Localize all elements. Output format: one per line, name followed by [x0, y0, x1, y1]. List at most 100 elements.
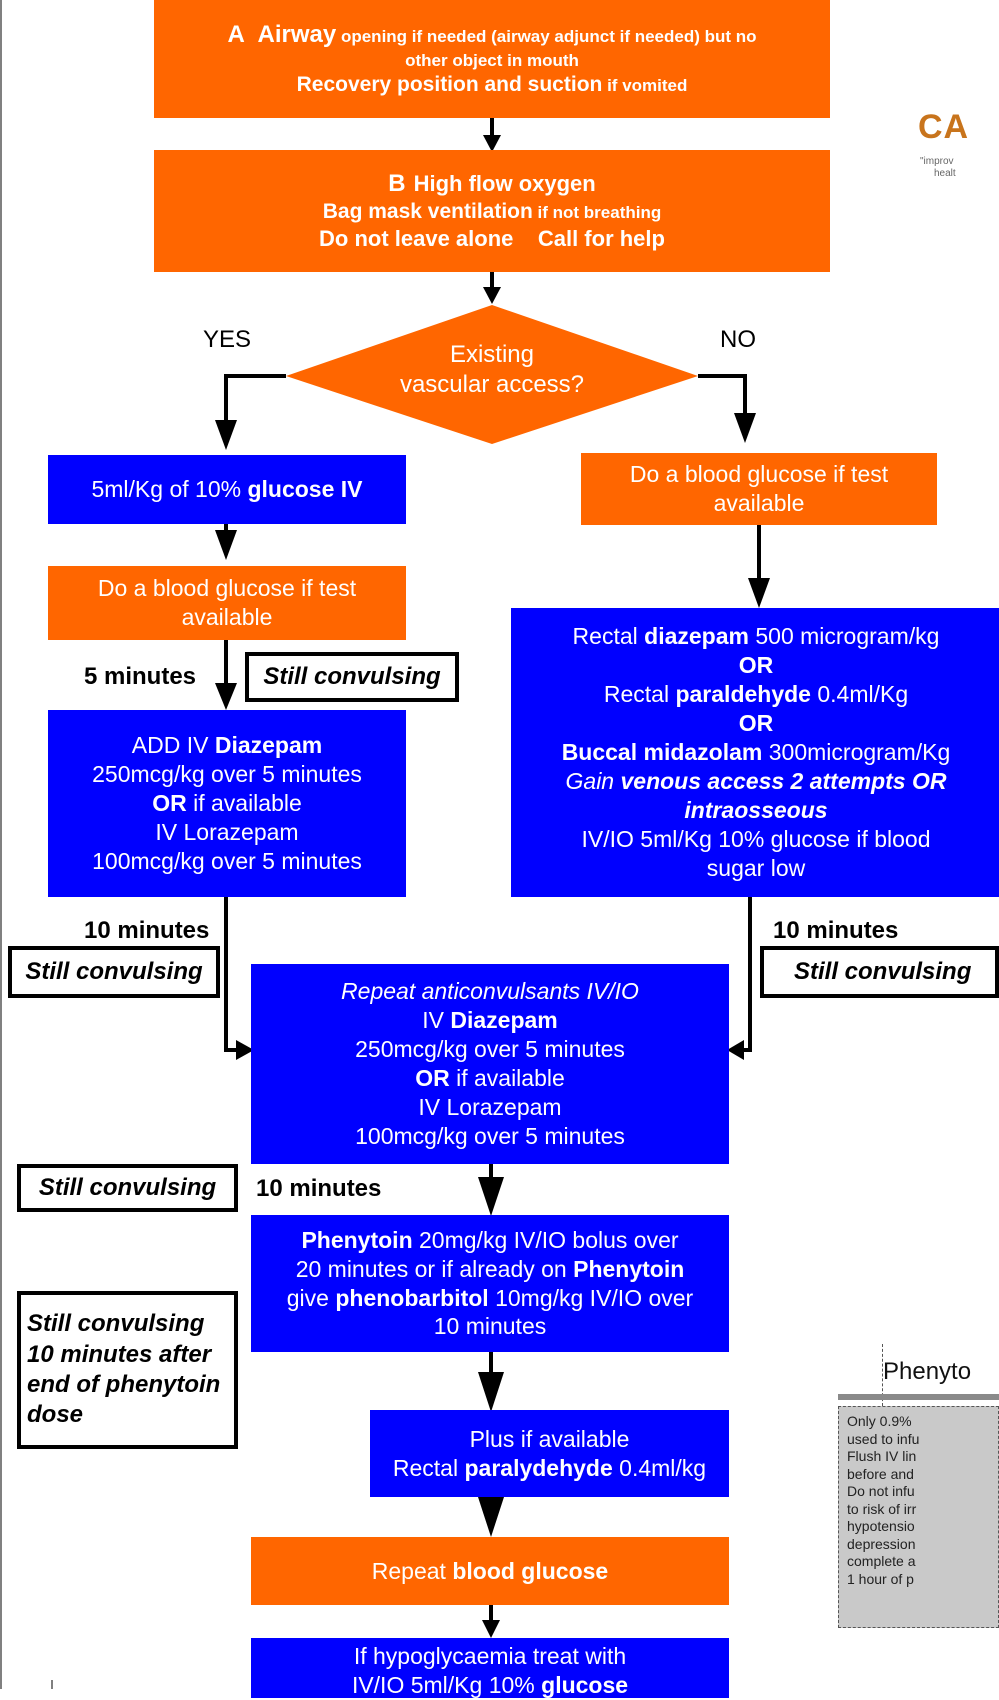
repeat-title: Repeat anticonvulsants IV/IO	[341, 978, 639, 1005]
arrowhead-yes	[215, 420, 237, 450]
right-bg-line2: available	[713, 490, 805, 516]
recovery-rest: if vomited	[602, 75, 688, 95]
arrowhead-addiv-repeat	[236, 1040, 254, 1060]
decision-diamond	[286, 305, 698, 444]
still-convulsing-tag-3: Still convulsing	[760, 946, 999, 998]
phenobarb-bold: phenobarbitol	[335, 1284, 489, 1311]
phenytoin-note-line: complete a	[847, 1553, 916, 1569]
arrowhead-no	[734, 413, 756, 443]
left-blood-glucose-box: Do a blood glucose if test available	[48, 566, 406, 640]
phenytoin-note-rule	[838, 1394, 999, 1400]
rectal-paraldehyde-pre: Rectal	[603, 681, 676, 708]
ivio-glucose: IV/IO 5ml/Kg 10% glucose if blood	[581, 825, 931, 852]
ten-minutes-right-label: 10 minutes	[773, 917, 899, 944]
decision-line1: Existing	[449, 341, 535, 368]
airway-box: A Airway opening if needed (airway adjun…	[154, 0, 830, 118]
recovery-bold: Recovery position and suction	[296, 72, 603, 96]
still5-l4: dose	[27, 1401, 84, 1429]
logo-tagline-1: "improv	[920, 156, 954, 167]
hypo-bold: glucose	[541, 1671, 629, 1698]
gain-italic: Gain	[565, 767, 621, 794]
breathing-letter: B	[388, 169, 406, 197]
phenytoin-bold: Phenytoin	[301, 1226, 413, 1253]
repeat-or: OR	[415, 1065, 450, 1091]
add-iv-lorazepam-dose: 100mcg/kg over 5 minutes	[92, 847, 362, 874]
ten-minutes-left-label: 10 minutes	[84, 917, 210, 944]
logo-tagline-2: healt	[934, 168, 956, 179]
glucose-iv-bold: glucose IV	[247, 476, 363, 503]
add-iv-or: OR	[152, 790, 187, 817]
right-bg-line1: Do a blood glucose if test	[629, 461, 889, 488]
arrow-addiv-to-repeat	[224, 897, 242, 1052]
phenytoin-note-line: Only 0.9%	[847, 1413, 912, 1429]
arrowhead-a-b	[483, 135, 501, 152]
phenobarb-pre: give	[286, 1284, 336, 1311]
repeat-bg-bold: blood glucose	[452, 1557, 609, 1584]
arrowhead-glucose-bg	[215, 530, 237, 560]
paralydehyde-box: Plus if available Rectal paralydehyde 0.…	[370, 1410, 729, 1497]
left-bg-line1: Do a blood glucose if test	[97, 575, 357, 602]
arrowhead-para-repeatbg	[478, 1497, 504, 1537]
arrow-rectal-to-repeat	[738, 897, 752, 1052]
still5-l1: Still convulsing	[27, 1310, 205, 1338]
add-iv-lorazepam: IV Lorazepam	[155, 818, 299, 845]
repeat-diazepam: Diazepam	[450, 1007, 558, 1034]
glucose-iv-pre: 5ml/Kg of 10%	[91, 476, 248, 503]
rectal-options-box: Rectal diazepam 500 microgram/kg OR Rect…	[511, 608, 999, 897]
para-post: 0.4ml/kg	[612, 1454, 707, 1481]
phenytoin-l4: 10 minutes	[433, 1313, 547, 1340]
repeat-anticonvulsants-box: Repeat anticonvulsants IV/IO IV Diazepam…	[251, 964, 729, 1164]
add-iv-bold: Diazepam	[214, 732, 323, 759]
repeat-blood-glucose-box: Repeat blood glucose	[251, 1537, 729, 1605]
bag-mask-bold: Bag mask ventilation	[322, 200, 533, 224]
still5-l3: end of phenytoin	[27, 1371, 221, 1398]
rectal-paraldehyde-bold: paraldehyde	[675, 681, 811, 708]
repeat-lorazepam-dose: 100mcg/kg over 5 minutes	[355, 1122, 625, 1149]
intraosseous: intraosseous	[684, 796, 828, 823]
left-bg-line2: available	[181, 604, 273, 630]
repeat-dose: 250mcg/kg over 5 minutes	[355, 1036, 625, 1063]
para-pre: Rectal	[392, 1454, 465, 1481]
airway-line2: other object in mouth	[405, 51, 579, 71]
rectal-or-1: OR	[738, 652, 774, 679]
decision-line2: vascular access?	[399, 371, 585, 399]
para-bold: paralydehyde	[464, 1454, 613, 1481]
buccal-bold: Buccal midazolam	[561, 739, 763, 766]
do-not-leave: Do not leave alone Call for help	[319, 226, 665, 252]
right-blood-glucose-box: Do a blood glucose if test available	[581, 453, 937, 525]
phenytoin-post: 20mg/kg IV/IO bolus over	[412, 1226, 679, 1253]
rectal-diazepam-pre: Rectal	[572, 623, 645, 650]
glucose-iv-box: 5ml/Kg of 10% glucose IV	[48, 455, 406, 524]
rectal-diazepam-bold: diazepam	[644, 623, 749, 650]
five-minutes-label: 5 minutes	[84, 663, 197, 690]
repeat-bg-pre: Repeat	[371, 1557, 453, 1584]
arrowhead-b-decision	[483, 287, 501, 304]
phenytoin-note-line: to risk of irr	[847, 1500, 917, 1517]
airway-rest: opening if needed (airway adjunct if nee…	[336, 26, 757, 46]
high-flow-oxygen: High flow oxygen	[413, 170, 596, 196]
phenobarb-post: 10mg/kg IV/IO over	[488, 1284, 694, 1311]
still-convulsing-tag-2: Still convulsing	[8, 946, 220, 998]
arrowhead-repeat-phenytoin	[478, 1177, 504, 1216]
arrow-decision-yes	[224, 374, 286, 440]
rectal-diazepam-post: 500 microgram/kg	[748, 623, 940, 650]
logo-letters: CA	[918, 108, 970, 146]
logo: CA "improv healt	[918, 108, 999, 188]
arrowhead-rightbg-rectal	[748, 578, 770, 608]
phenytoin-note-divider	[882, 1344, 883, 1406]
airway-bold: Airway	[257, 20, 337, 48]
still-convulsing-after-phenytoin-tag: Still convulsing 10 minutes after end of…	[17, 1291, 238, 1449]
arrowhead-leftbg-addiv	[215, 683, 237, 710]
phenytoin-note-line: 1 hour of p	[847, 1570, 914, 1587]
hypoglycaemia-box: If hypoglycaemia treat with IV/IO 5ml/Kg…	[251, 1638, 729, 1698]
arrow-decision-no	[698, 374, 747, 430]
no-label: NO	[720, 326, 756, 353]
repeat-or-post: if available	[449, 1065, 565, 1091]
phenytoin-note-line: depression	[847, 1535, 916, 1552]
repeat-iv-pre: IV	[422, 1007, 451, 1034]
phenytoin-note-line: Do not infu	[847, 1483, 915, 1499]
arrowhead-repeatbg-hypo	[482, 1620, 500, 1638]
para-l1: Plus if available	[469, 1425, 630, 1452]
